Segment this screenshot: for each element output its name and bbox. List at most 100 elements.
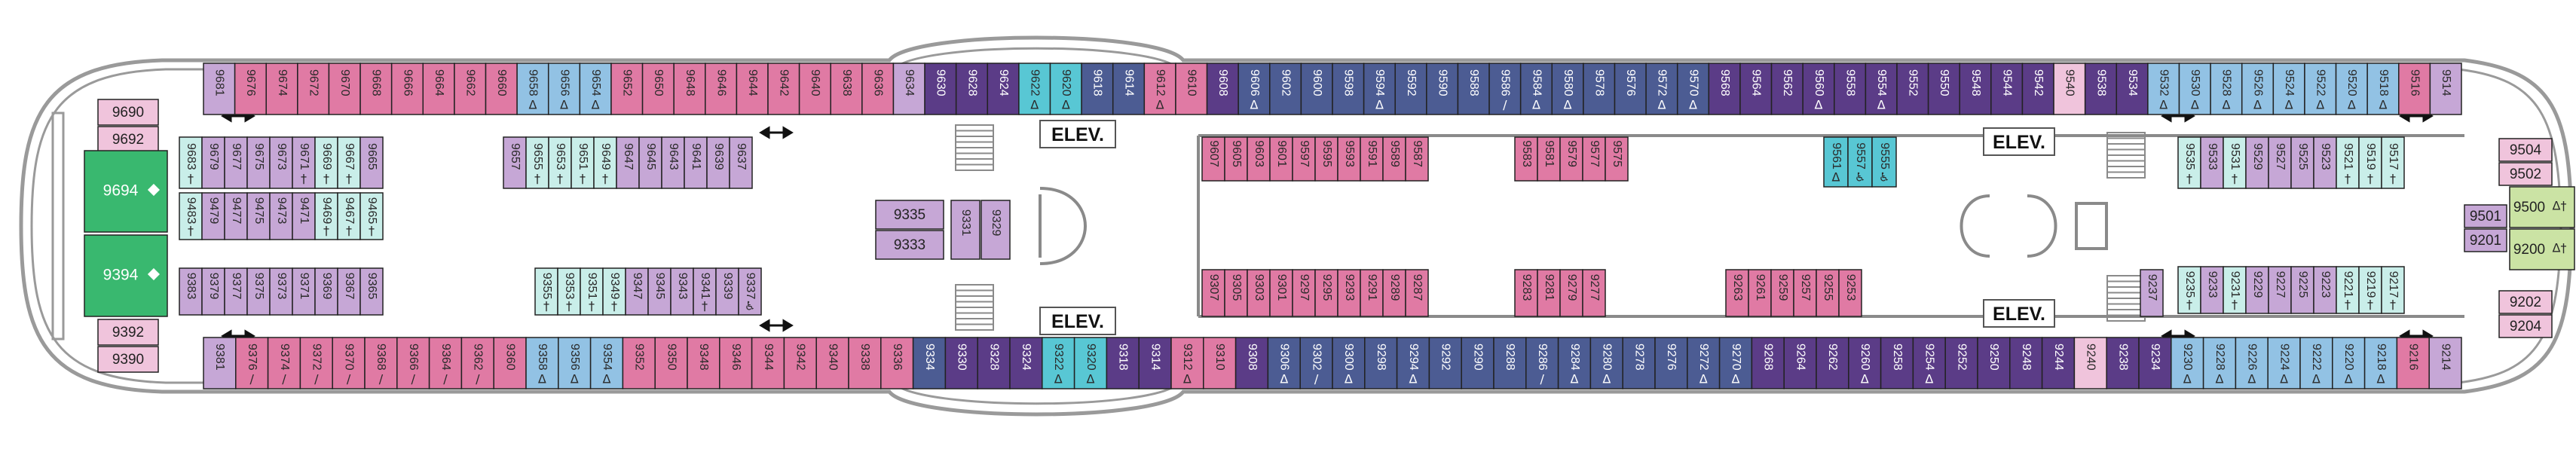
cabin-9366[interactable]: 9366/ bbox=[396, 337, 430, 389]
cabin-9641[interactable]: 9641 bbox=[684, 136, 708, 189]
cabin-9259[interactable]: 9259 bbox=[1770, 269, 1794, 317]
cabin-9602[interactable]: 9602 bbox=[1269, 63, 1302, 115]
cabin-9473[interactable]: 9473 bbox=[269, 192, 293, 240]
cabin-9240[interactable]: 9240 bbox=[2073, 337, 2107, 389]
cabin-9283[interactable]: 9283 bbox=[1514, 269, 1538, 317]
cabin-9589[interactable]: 9589 bbox=[1382, 136, 1406, 182]
cabin-9587[interactable]: 9587 bbox=[1405, 136, 1429, 182]
cabin-9202[interactable]: 9202 bbox=[2498, 290, 2553, 314]
cabin-9578[interactable]: 9578 bbox=[1583, 63, 1616, 115]
cabin-9292[interactable]: 9292 bbox=[1428, 337, 1462, 389]
cabin-9229[interactable]: 9229 bbox=[2245, 266, 2269, 314]
cabin-9252[interactable]: 9252 bbox=[1944, 337, 1978, 389]
cabin-9598[interactable]: 9598 bbox=[1332, 63, 1365, 115]
cabin-9544[interactable]: 9544 bbox=[1990, 63, 2024, 115]
cabin-9368[interactable]: 9368/ bbox=[364, 337, 398, 389]
cabin-9233[interactable]: 9233 bbox=[2200, 266, 2224, 314]
cabin-9262[interactable]: 9262 bbox=[1816, 337, 1849, 389]
cabin-9600[interactable]: 9600 bbox=[1300, 63, 1333, 115]
cabin-9204[interactable]: 9204 bbox=[2498, 314, 2553, 338]
cabin-9231[interactable]: 9231† bbox=[2223, 266, 2247, 314]
cabin-9465[interactable]: 9465† bbox=[359, 192, 384, 240]
cabin-9303[interactable]: 9303 bbox=[1247, 269, 1271, 317]
cabin-9331[interactable]: 9331 bbox=[950, 200, 981, 260]
cabin-9618[interactable]: 9618 bbox=[1081, 63, 1114, 115]
cabin-9390[interactable]: 9390 bbox=[97, 346, 159, 373]
cabin-9293[interactable]: 9293 bbox=[1337, 269, 1361, 317]
cabin-9351[interactable]: 9351† bbox=[580, 267, 604, 316]
cabin-9367[interactable]: 9367 bbox=[337, 267, 361, 316]
cabin-9683[interactable]: 9683† bbox=[179, 136, 203, 189]
cabin-9624[interactable]: 9624 bbox=[987, 63, 1020, 115]
cabin-9248[interactable]: 9248 bbox=[2009, 337, 2043, 389]
cabin-9605[interactable]: 9605 bbox=[1224, 136, 1248, 182]
cabin-9692[interactable]: 9692 bbox=[97, 126, 159, 153]
cabin-9276[interactable]: 9276 bbox=[1654, 337, 1688, 389]
cabin-9281[interactable]: 9281 bbox=[1537, 269, 1561, 317]
cabin-9673[interactable]: 9673 bbox=[269, 136, 293, 189]
cabin-9479[interactable]: 9479 bbox=[201, 192, 225, 240]
cabin-9307[interactable]: 9307 bbox=[1201, 269, 1225, 317]
cabin-9514[interactable]: 9514 bbox=[2429, 63, 2462, 115]
cabin-9645[interactable]: 9645 bbox=[638, 136, 662, 189]
cabin-9591[interactable]: 9591 bbox=[1360, 136, 1384, 182]
cabin-9279[interactable]: 9279 bbox=[1559, 269, 1583, 317]
cabin-9214[interactable]: 9214 bbox=[2428, 337, 2462, 389]
cabin-9297[interactable]: 9297 bbox=[1292, 269, 1316, 317]
cabin-9288[interactable]: 9288 bbox=[1493, 337, 1527, 389]
cabin-9677[interactable]: 9677 bbox=[224, 136, 248, 189]
cabin-9610[interactable]: 9610 bbox=[1175, 63, 1208, 115]
cabin-9277[interactable]: 9277 bbox=[1582, 269, 1606, 317]
cabin-9340[interactable]: 9340 bbox=[815, 337, 849, 389]
cabin-9338[interactable]: 9338 bbox=[848, 337, 882, 389]
cabin-9550[interactable]: 9550 bbox=[1927, 63, 1960, 115]
cabin-9324[interactable]: 9324 bbox=[1009, 337, 1043, 389]
cabin-9558[interactable]: 9558 bbox=[1834, 63, 1867, 115]
cabin-9343[interactable]: 9343 bbox=[670, 267, 694, 316]
cabin-9593[interactable]: 9593 bbox=[1337, 136, 1361, 182]
cabin-9219[interactable]: 9219† bbox=[2358, 266, 2382, 314]
cabin-9469[interactable]: 9469† bbox=[314, 192, 338, 240]
cabin-9527[interactable]: 9527 bbox=[2268, 136, 2292, 189]
cabin-9330[interactable]: 9330 bbox=[944, 337, 978, 389]
cabin-9371[interactable]: 9371 bbox=[292, 267, 316, 316]
cabin-9595[interactable]: 9595 bbox=[1314, 136, 1338, 182]
cabin-9328[interactable]: 9328 bbox=[977, 337, 1011, 389]
cabin-9225[interactable]: 9225 bbox=[2290, 266, 2314, 314]
cabin-9235[interactable]: 9235† bbox=[2177, 266, 2201, 314]
cabin-9349[interactable]: 9349† bbox=[602, 267, 626, 316]
cabin-9643[interactable]: 9643 bbox=[661, 136, 685, 189]
cabin-9586[interactable]: 9586/ bbox=[1488, 63, 1522, 115]
cabin-9477[interactable]: 9477 bbox=[224, 192, 248, 240]
cabin-9576[interactable]: 9576 bbox=[1614, 63, 1647, 115]
cabin-9540[interactable]: 9540 bbox=[2053, 63, 2086, 115]
cabin-9575[interactable]: 9575 bbox=[1605, 136, 1629, 182]
cabin-9250[interactable]: 9250 bbox=[1977, 337, 2011, 389]
cabin-9529[interactable]: 9529 bbox=[2245, 136, 2269, 189]
cabin-9523[interactable]: 9523 bbox=[2313, 136, 2337, 189]
cabin-9467[interactable]: 9467† bbox=[337, 192, 361, 240]
cabin-9533[interactable]: 9533 bbox=[2200, 136, 2224, 189]
cabin-9372[interactable]: 9372/ bbox=[299, 337, 333, 389]
cabin-9671[interactable]: 9671† bbox=[292, 136, 316, 189]
cabin-9238[interactable]: 9238 bbox=[2106, 337, 2140, 389]
